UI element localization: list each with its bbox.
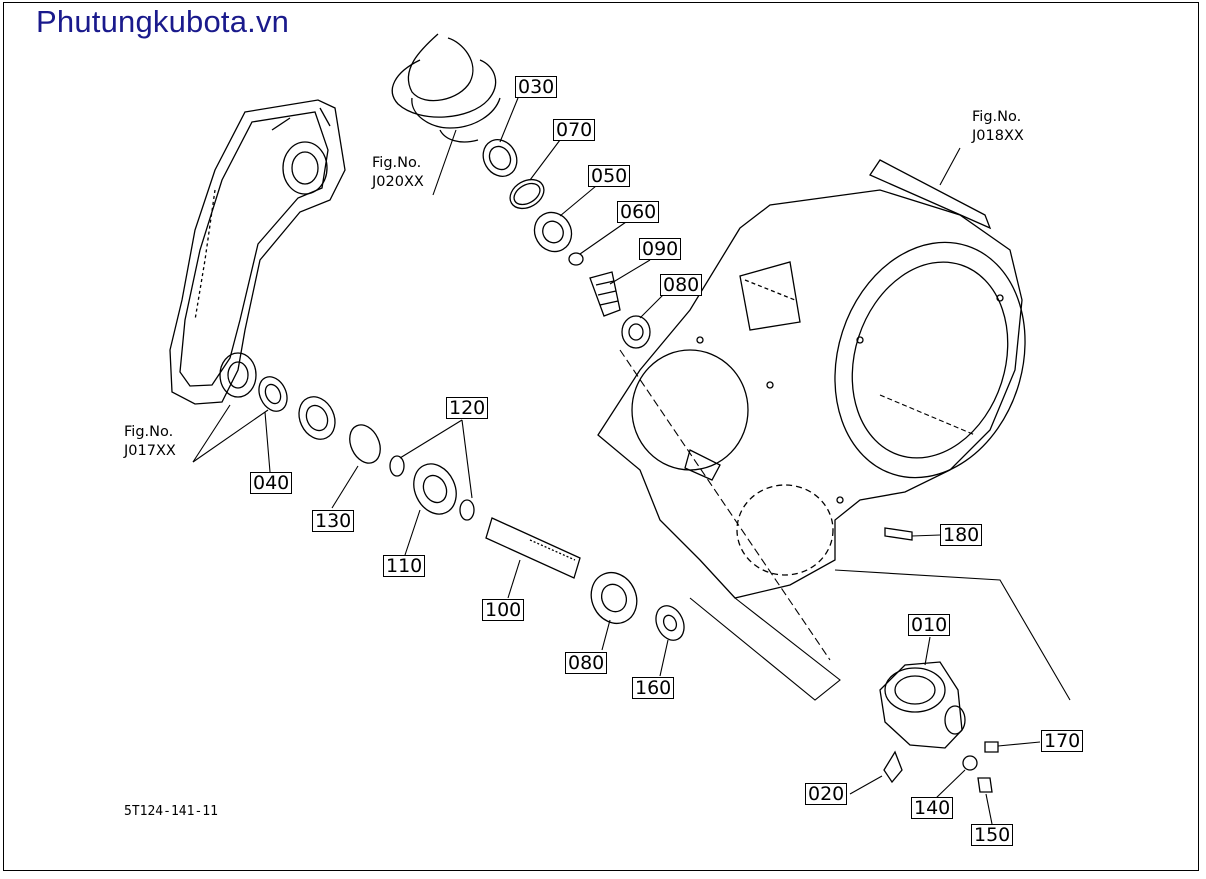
part-callout-170[interactable]: 170 xyxy=(1041,730,1084,752)
lower-shaft-parts xyxy=(258,376,685,641)
drawing-frame xyxy=(3,2,1199,871)
part-callout-030[interactable]: 030 xyxy=(515,76,558,98)
watermark-logo-text: Phutungkubota.vn xyxy=(36,4,290,39)
fig-ref-j020: Fig.No. J020XX xyxy=(372,154,424,192)
housing-frame-part xyxy=(597,159,1026,599)
drawing-number: 5T124-141-11 xyxy=(124,804,218,819)
part-callout-010[interactable]: 010 xyxy=(908,614,951,636)
upper-bearing-stack xyxy=(482,139,651,349)
fig-ref-j018: Fig.No. J018XX xyxy=(972,108,1024,146)
leader-lines xyxy=(192,97,1071,825)
part-callout-180[interactable]: 180 xyxy=(940,524,983,546)
part-callout-020[interactable]: 020 xyxy=(805,783,848,805)
part-callout-120[interactable]: 120 xyxy=(446,397,489,419)
gearbox-housing-part xyxy=(879,527,999,793)
part-callout-160[interactable]: 160 xyxy=(632,677,675,699)
part-callout-140[interactable]: 140 xyxy=(911,797,954,819)
fig-ref-code: J018XX xyxy=(972,128,1024,144)
part-callout-040[interactable]: 040 xyxy=(250,472,293,494)
part-callout-110[interactable]: 110 xyxy=(383,555,426,577)
part-callout-060[interactable]: 060 xyxy=(617,201,660,223)
part-callout-090[interactable]: 090 xyxy=(639,238,682,260)
part-callout-080-upper[interactable]: 080 xyxy=(660,274,703,296)
fig-ref-j017: Fig.No. J017XX xyxy=(124,423,176,461)
fig-ref-code: J020XX xyxy=(372,174,424,190)
fig-ref-label: Fig.No. xyxy=(972,109,1022,125)
part-callout-050[interactable]: 050 xyxy=(588,165,631,187)
part-callout-070[interactable]: 070 xyxy=(553,119,596,141)
fig-ref-code: J017XX xyxy=(124,443,176,459)
part-callout-100[interactable]: 100 xyxy=(482,599,525,621)
fig-ref-label: Fig.No. xyxy=(124,424,174,440)
transmission-case-part xyxy=(169,99,346,405)
part-callout-080-lower[interactable]: 080 xyxy=(565,652,608,674)
fig-ref-label: Fig.No. xyxy=(372,155,422,171)
part-callout-150[interactable]: 150 xyxy=(971,824,1014,846)
part-callout-130[interactable]: 130 xyxy=(312,510,355,532)
auger-spiral-part xyxy=(391,33,501,143)
